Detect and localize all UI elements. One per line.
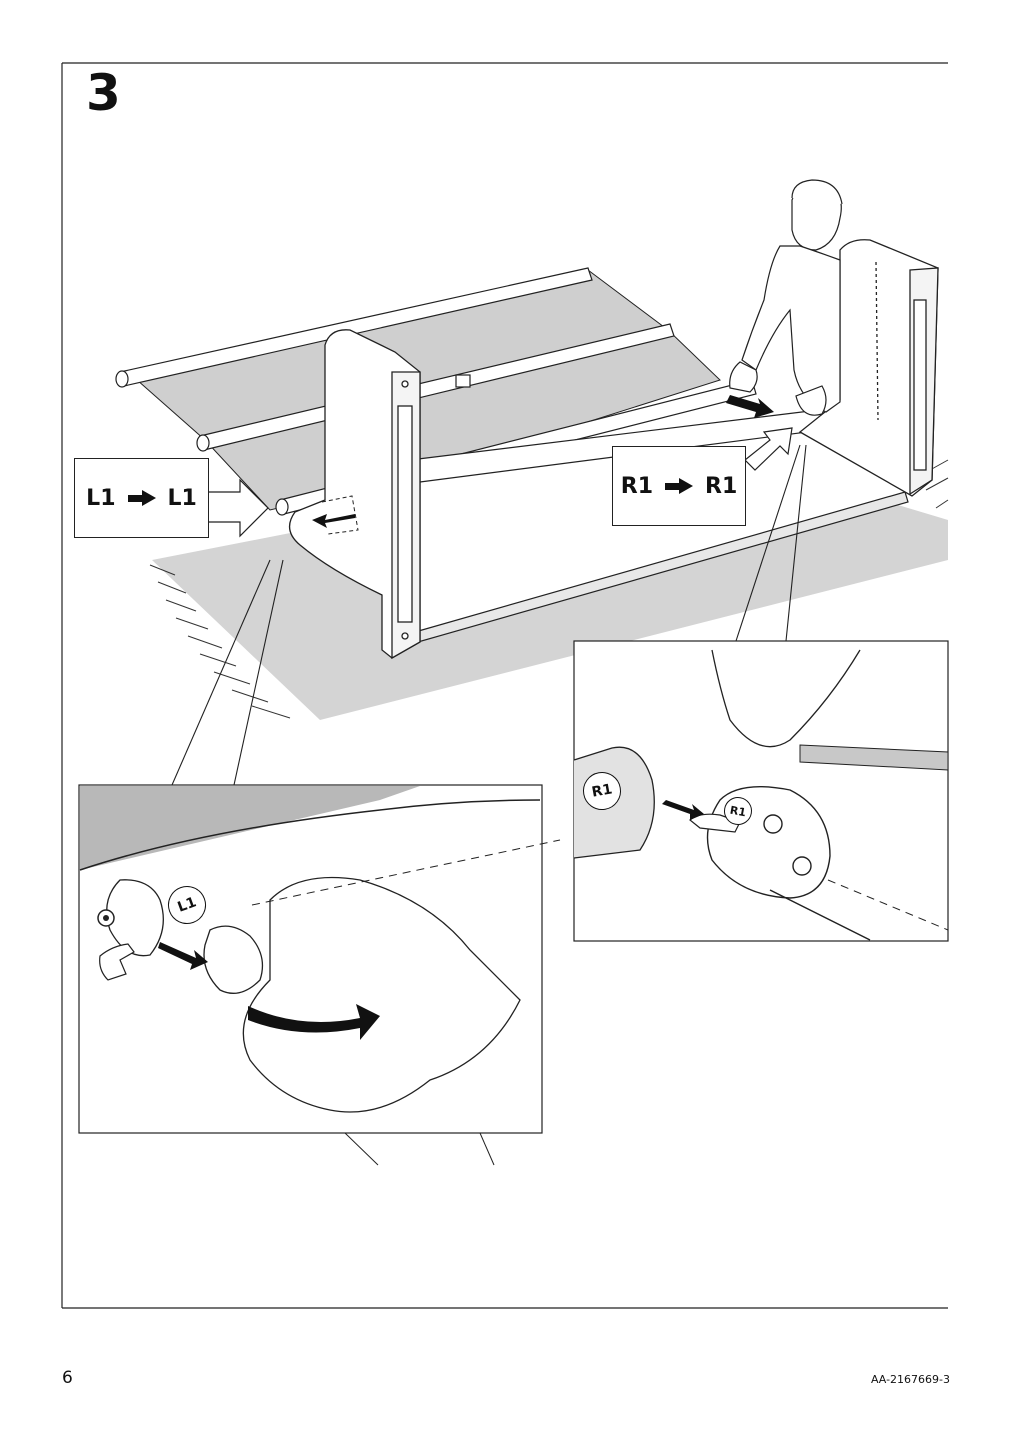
left-side-panel (288, 329, 421, 660)
detail-inset-right (573, 640, 949, 942)
detail-inset-left (78, 784, 561, 1166)
callout-left-l1: L1 L1 (74, 458, 209, 538)
person-figure (729, 179, 843, 416)
page-number: 6 (62, 1368, 73, 1388)
callout-from-label: R1 (620, 473, 653, 499)
step-number: 3 (86, 64, 122, 122)
motion-arrows (312, 395, 774, 528)
document-code: AA-2167669-3 (870, 1373, 950, 1386)
arrow-right-icon (127, 490, 156, 506)
callout-to-label: R1 (705, 473, 738, 499)
callout-from-label: L1 (86, 485, 116, 511)
right-side-panel (798, 239, 939, 497)
arrow-right-icon (665, 478, 693, 494)
zoom-leaders (171, 444, 807, 786)
pull-arrow-icon (158, 942, 208, 970)
step-frame (61, 62, 948, 1309)
finger-icon (99, 943, 135, 981)
callout-to-label: L1 (167, 485, 197, 511)
callout-pointers (207, 427, 793, 538)
rotate-arrow-icon (248, 1004, 380, 1040)
callout-right-r1: R1 R1 (612, 446, 746, 526)
